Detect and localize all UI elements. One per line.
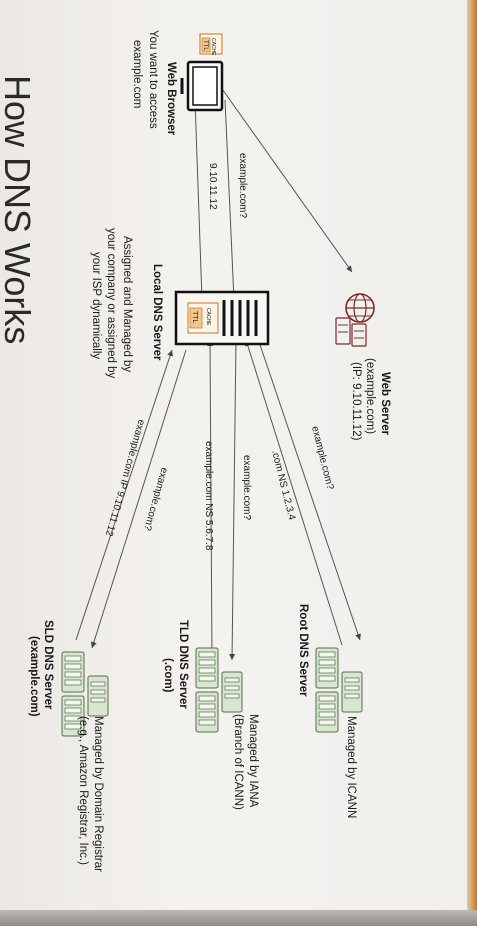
arrow-local-to-sld — [90, 349, 187, 649]
sld-dns-title: SLD DNS Server — [42, 620, 54, 710]
root-dns-title: Root DNS Server — [297, 604, 309, 697]
local-ttl-label: TTL — [191, 311, 198, 324]
flow-arrows — [75, 85, 361, 661]
arrow-sld-to-local — [75, 349, 173, 641]
arrow-local-to-root — [254, 329, 361, 641]
tld-dns-note-2: (Branch of ICANN) — [232, 714, 244, 810]
root-dns-note: Managed by ICANN — [345, 716, 357, 818]
browser-ttl-label: TTL — [202, 40, 208, 51]
web-server-domain: (example.com) — [364, 358, 376, 434]
arrow-browser-to-webserver — [219, 85, 353, 273]
local-cache-label: CACHE — [205, 308, 211, 326]
browser-note-2: example.com — [131, 40, 143, 108]
sld-dns-sub: (example.com) — [28, 636, 40, 717]
web-browser-icon: CACHE TTL — [180, 33, 224, 112]
sld-dns-note-2: (e.g., Amazon Registrar, Inc.) — [77, 716, 89, 865]
arrow-tld-to-local — [207, 339, 214, 661]
browser-note-1: You want to access — [147, 30, 159, 129]
msg-root-query: example.com? — [309, 425, 336, 491]
tld-dns-note-1: Managed by IANA — [247, 714, 259, 808]
msg-tld-query: example.com? — [241, 455, 252, 520]
arrow-root-to-local — [244, 339, 343, 646]
msg-root-answer: .com NS 1.2.3.4 — [269, 449, 297, 522]
local-dns-note-3: your ISP dynamically — [90, 252, 102, 359]
msg-browser-answer: 9.10.11.12 — [207, 163, 218, 210]
web-server-title: Web Server — [379, 372, 391, 436]
sld-dns-note-1: Managed by Domain Registrar — [92, 716, 104, 872]
local-dns-note-2: your company or assigned by — [105, 228, 117, 378]
local-dns-server-icon: CACHE TTL — [174, 290, 270, 346]
slide-bottom-edge — [0, 910, 477, 926]
msg-browser-query: example.com? — [237, 153, 248, 218]
msg-sld-answer: example.com IP 9.10.11.12 — [103, 418, 147, 538]
web-server-ip: (IP: 9.10.11.12) — [350, 362, 362, 441]
msg-tld-answer: example.com NS 5.6.7.8 — [203, 441, 214, 551]
tld-dns-sub: (.com) — [162, 658, 174, 693]
browser-title: Web Browser — [165, 62, 177, 136]
slide-edge — [467, 0, 477, 926]
local-dns-title: Local DNS Server — [151, 264, 163, 361]
arrow-local-to-tld — [229, 339, 237, 661]
browser-cache-label: CACHE — [210, 38, 216, 56]
msg-sld-query: example.com? — [141, 466, 170, 532]
arrow-local-to-browser — [192, 99, 203, 301]
local-dns-note-1: Assigned and Managed by — [121, 236, 133, 372]
arrow-browser-to-local — [224, 99, 237, 301]
web-server-icon — [335, 293, 375, 347]
tld-dns-title: TLD DNS Server — [177, 620, 189, 709]
page-title: How DNS Works — [0, 75, 38, 344]
